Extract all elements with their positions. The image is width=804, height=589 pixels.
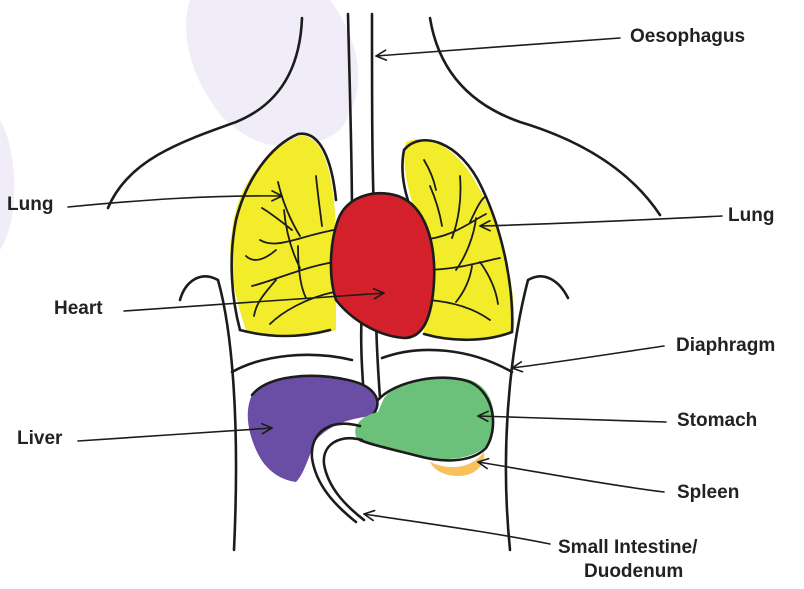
stomach: [355, 377, 494, 461]
label-liver: Liver: [17, 428, 62, 450]
label-heart: Heart: [54, 298, 103, 320]
small-intestine-pointer: [364, 514, 550, 544]
heart: [331, 193, 434, 338]
diaphragm-pointer: [512, 346, 664, 368]
label-oesophagus: Oesophagus: [630, 26, 745, 48]
watermark-blob-left: [0, 120, 14, 250]
oesophagus-pointer: [376, 38, 620, 56]
watermark-blob: [186, 0, 358, 147]
diaphragm: [232, 350, 512, 372]
label-spleen: Spleen: [677, 482, 739, 504]
label-stomach: Stomach: [677, 410, 757, 432]
lung-right-pointer: [480, 216, 722, 226]
left-lung: [230, 134, 336, 337]
label-diaphragm: Diaphragm: [676, 335, 775, 357]
label-lung-left: Lung: [7, 194, 53, 216]
label-lung-right: Lung: [728, 205, 774, 227]
label-small-intestine-line2: Duodenum: [584, 561, 683, 583]
duodenum: [312, 424, 364, 522]
label-small-intestine-line1: Small Intestine/: [558, 537, 697, 559]
liver-pointer: [78, 428, 272, 441]
